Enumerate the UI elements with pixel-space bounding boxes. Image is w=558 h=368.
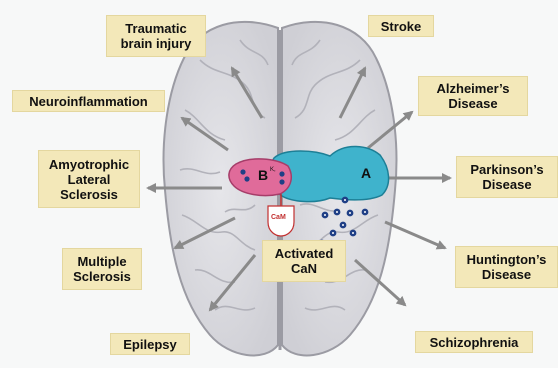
label-line: Disease	[482, 267, 531, 282]
cam-label: CaM	[271, 214, 286, 221]
cam-shape	[268, 206, 294, 236]
label-line: Disease	[482, 177, 531, 192]
label-neuroinflammation: Neuroinflammation	[12, 90, 165, 112]
label-line: Huntington’s	[467, 252, 547, 267]
label-line: Multiple	[77, 254, 126, 269]
arrow-huntingtons	[385, 222, 445, 248]
label-line: Stroke	[381, 19, 421, 34]
label-line: Activated	[275, 246, 334, 261]
subunit-b-label: B	[258, 167, 268, 183]
label-parkinsons-disease: Parkinson’s Disease	[456, 156, 558, 198]
label-schizophrenia: Schizophrenia	[415, 331, 533, 353]
label-als: Amyotrophic Lateral Sclerosis	[38, 150, 140, 208]
label-line: Alzheimer’s	[437, 81, 510, 96]
label-activated-can: Activated CaN	[262, 240, 346, 282]
label-line: brain injury	[121, 36, 192, 51]
label-line: Schizophrenia	[430, 335, 519, 350]
label-line: CaN	[291, 261, 317, 276]
label-traumatic-brain-injury: Traumatic brain injury	[106, 15, 206, 57]
label-huntingtons-disease: Huntington’s Disease	[455, 246, 558, 288]
label-line: Disease	[448, 96, 497, 111]
label-line: Lateral	[68, 172, 111, 187]
subunit-b-superscript: K,	[270, 167, 276, 173]
label-line: Sclerosis	[60, 187, 118, 202]
label-line: Parkinson’s	[470, 162, 543, 177]
label-line: Amyotrophic	[49, 157, 129, 172]
label-line: Neuroinflammation	[29, 94, 147, 109]
subunit-a-label: A	[361, 165, 371, 181]
label-line: Sclerosis	[73, 269, 131, 284]
label-line: Epilepsy	[123, 337, 176, 352]
label-line: Traumatic	[125, 21, 186, 36]
label-multiple-sclerosis: Multiple Sclerosis	[62, 248, 142, 290]
label-epilepsy: Epilepsy	[110, 333, 190, 355]
label-alzheimers-disease: Alzheimer’s Disease	[418, 76, 528, 116]
label-stroke: Stroke	[368, 15, 434, 37]
